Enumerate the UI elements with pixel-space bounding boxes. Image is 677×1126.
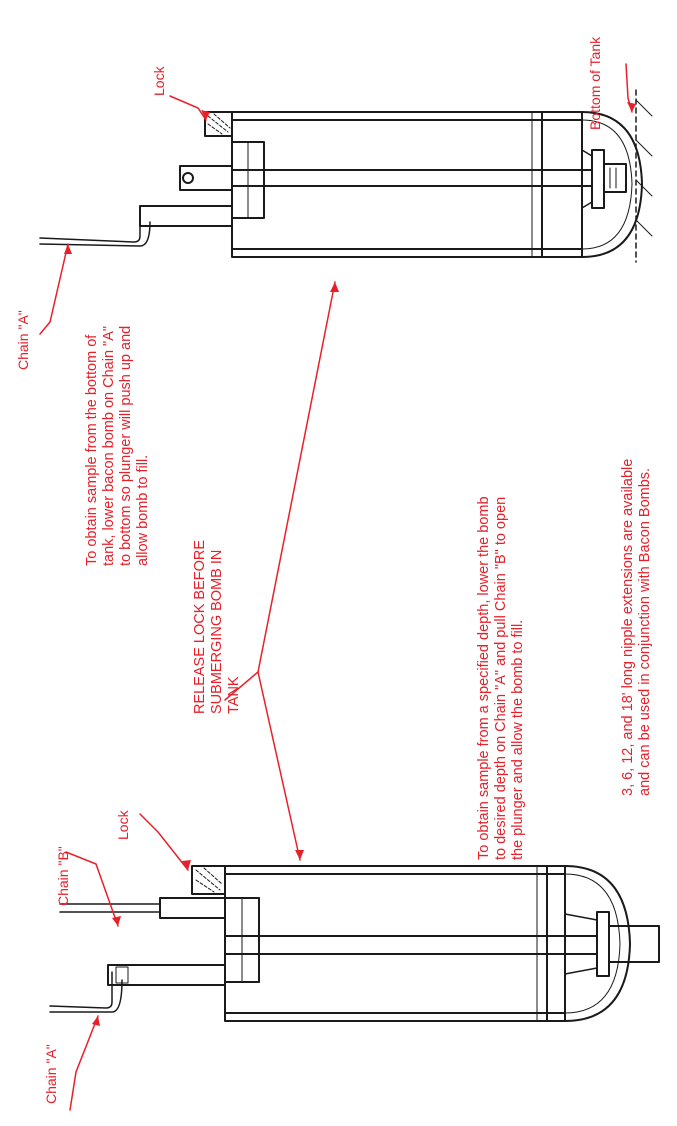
note-bottom-sample-line-4: allow bomb to fill.: [135, 454, 151, 566]
bomb-bottom-dome: [564, 865, 631, 1022]
note-depth-sample: To obtain sample from a specified depth,…: [476, 496, 527, 860]
chain-b-label: Chain "B": [55, 846, 71, 906]
bomb-top-plunger: [591, 149, 605, 209]
bomb-bottom-chain-b-tube: [159, 897, 226, 919]
note-extensions-line-1: 3, 6, 12, and 18' long nipple extensions…: [620, 458, 636, 796]
note-bottom-sample-line-2: tank, lower bacon bomb on Chain "A": [101, 325, 117, 566]
leader-lock-bottom: [139, 813, 189, 871]
note-depth-sample-line-1: To obtain sample from a specified depth,…: [476, 496, 492, 860]
leader-chain-a-top: [39, 243, 69, 335]
lock-label-bottom: Lock: [115, 810, 131, 840]
bomb-bottom-rod: [224, 935, 598, 955]
note-release-lock-line-1: RELEASE LOCK BEFORE: [192, 539, 208, 714]
bomb-top-body: [231, 111, 583, 258]
lock-top-body: [204, 111, 233, 137]
bomb-top: [39, 89, 653, 263]
leader-chain-b: [65, 851, 119, 927]
lock-label-top: Lock: [151, 66, 167, 96]
bomb-top-rod: [231, 169, 593, 187]
note-extensions: 3, 6, 12, and 18' long nipple extensions…: [620, 459, 654, 796]
bomb-top-dome: [581, 111, 643, 258]
leader-chain-a-bottom: [69, 1015, 99, 1111]
bottom-of-tank-label: Bottom of Tank: [587, 36, 603, 130]
leader-lock-top: [169, 95, 207, 121]
note-release-lock-line-2: SUBMERGING BOMB IN: [209, 549, 225, 714]
chain-a-label-bottom: Chain "A": [43, 1044, 59, 1104]
leader-release-lock-2: [257, 671, 301, 861]
bomb-bottom-chain-a-tube: [107, 964, 226, 986]
bomb-bottom: [49, 865, 660, 1022]
bomb-bottom-plunger: [596, 911, 610, 977]
note-bottom-sample-line-3: to bottom so plunger will push up and: [118, 325, 134, 566]
note-release-lock-line-3: TANK: [226, 676, 242, 714]
note-depth-sample-line-3: the plunger and allow the bomb to fill.: [510, 619, 526, 860]
note-release-lock: RELEASE LOCK BEFORE SUBMERGING BOMB IN T…: [192, 540, 243, 714]
bomb-bottom-body: [224, 865, 566, 1022]
chain-a-label-top: Chain "A": [15, 310, 31, 370]
note-bottom-sample: To obtain sample from the bottom of tank…: [84, 326, 152, 566]
lock-bottom-body: [191, 865, 226, 895]
note-extensions-line-2: and can be used in conjunction with Baco…: [637, 467, 653, 796]
bomb-top-chain-tube: [139, 205, 233, 227]
note-depth-sample-line-2: to desired depth on Chain "A" and pull C…: [493, 496, 509, 860]
note-bottom-sample-line-1: To obtain sample from the bottom of: [84, 334, 100, 566]
